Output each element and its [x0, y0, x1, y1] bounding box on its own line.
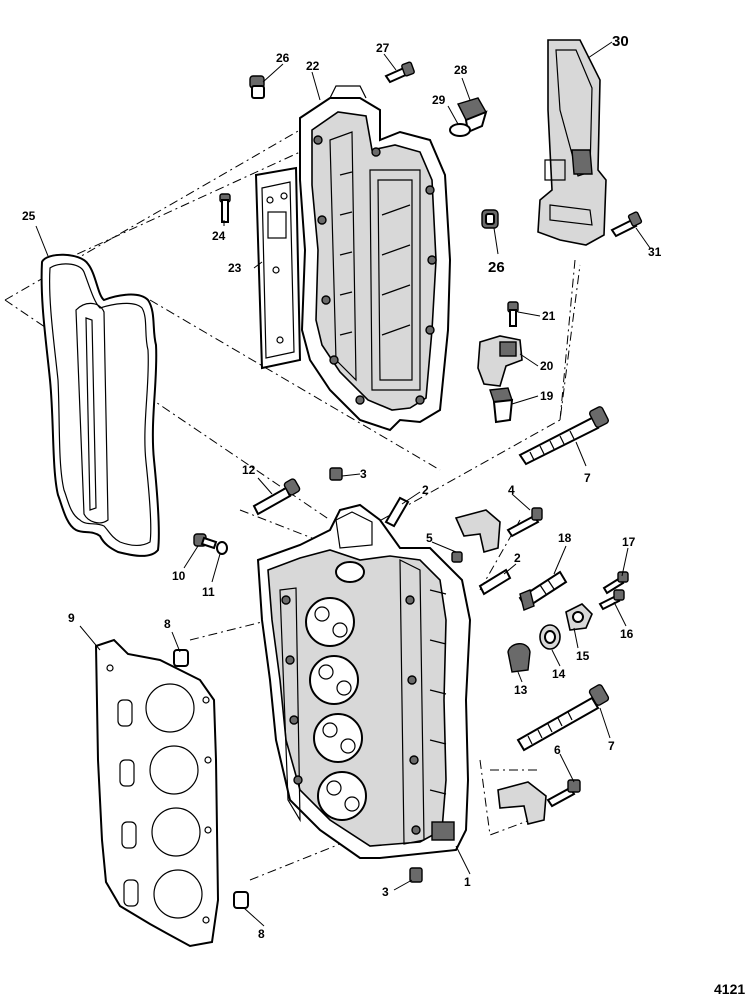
- callout-2-upper: 2: [422, 483, 429, 497]
- callout-7-upper: 7: [584, 471, 591, 485]
- dowel-8-lower: [233, 891, 249, 909]
- plug-5: [451, 551, 463, 563]
- screw-16: [598, 589, 625, 611]
- callout-1: 1: [464, 875, 471, 889]
- grommet-right: [481, 209, 499, 229]
- clamp-6: [497, 781, 547, 825]
- callout-31: 31: [648, 245, 662, 259]
- callout-15: 15: [576, 649, 590, 663]
- callout-12: 12: [242, 463, 256, 477]
- cap-13: [507, 643, 531, 673]
- screw-24: [219, 193, 231, 223]
- callout-8-lower: 8: [258, 927, 265, 941]
- bolt-6: [546, 779, 581, 808]
- callout-3-top: 3: [360, 467, 367, 481]
- callout-21: 21: [542, 309, 556, 323]
- long-bolt-upper: [518, 406, 609, 466]
- callout-26-right: 26: [488, 259, 505, 276]
- callout-18: 18: [558, 531, 572, 545]
- callout-4: 4: [508, 483, 515, 497]
- screw-10: [193, 533, 218, 550]
- pin-2-lower: [478, 568, 512, 596]
- callout-19: 19: [540, 389, 554, 403]
- callout-10: 10: [172, 569, 186, 583]
- cylinder-head: [256, 503, 472, 859]
- callout-6: 6: [554, 743, 561, 757]
- grommet-top: [249, 75, 265, 99]
- valve-cover: [299, 85, 452, 432]
- callout-13: 13: [514, 683, 528, 697]
- callout-25: 25: [22, 209, 36, 223]
- callout-17: 17: [622, 535, 636, 549]
- callout-3-bottom: 3: [382, 885, 389, 899]
- spark-plug-18: [518, 570, 568, 611]
- callout-29: 29: [432, 93, 446, 107]
- head-gasket: [94, 638, 220, 948]
- callout-20: 20: [540, 359, 554, 373]
- callout-28: 28: [454, 63, 468, 77]
- callout-22: 22: [306, 59, 320, 73]
- side-bracket: [537, 39, 607, 246]
- callout-24: 24: [212, 229, 226, 243]
- bolt-12: [252, 478, 301, 516]
- callout-2-lower: 2: [514, 551, 521, 565]
- screw-27: [384, 61, 415, 84]
- screw-21: [507, 301, 519, 327]
- sensor-20: [477, 335, 523, 387]
- leader-lines: [35, 41, 651, 927]
- fitting-19: [489, 387, 514, 424]
- pin-2-upper: [384, 496, 410, 528]
- long-bolt-lower: [516, 684, 610, 752]
- o-ring: [449, 123, 471, 137]
- valve-cover-gasket: [40, 253, 160, 557]
- callout-9: 9: [68, 611, 75, 625]
- callout-7-lower: 7: [608, 739, 615, 753]
- callout-23: 23: [228, 261, 242, 275]
- flange-15: [565, 603, 593, 631]
- plug-3-top: [329, 467, 343, 481]
- seal-14: [539, 624, 561, 650]
- washer-11: [216, 541, 228, 555]
- screw-31: [610, 211, 643, 238]
- callout-labels: 26 22 27 28 29 30 24 23 25 26 31 21 20 1…: [22, 33, 662, 941]
- plug-3-bottom: [409, 867, 423, 883]
- screw-17: [602, 571, 629, 595]
- callout-8-upper: 8: [164, 617, 171, 631]
- callout-27: 27: [376, 41, 390, 55]
- figure-number: 4121: [714, 981, 745, 997]
- callout-14: 14: [552, 667, 566, 681]
- cover-plate: [254, 166, 302, 370]
- callout-26-top: 26: [276, 51, 290, 65]
- callout-16: 16: [620, 627, 634, 641]
- clamp-5: [454, 509, 501, 554]
- callout-5: 5: [426, 531, 433, 545]
- callout-30: 30: [612, 33, 629, 50]
- callout-11: 11: [202, 585, 215, 599]
- dowel-8-upper: [173, 649, 189, 667]
- bolt-4: [506, 507, 543, 538]
